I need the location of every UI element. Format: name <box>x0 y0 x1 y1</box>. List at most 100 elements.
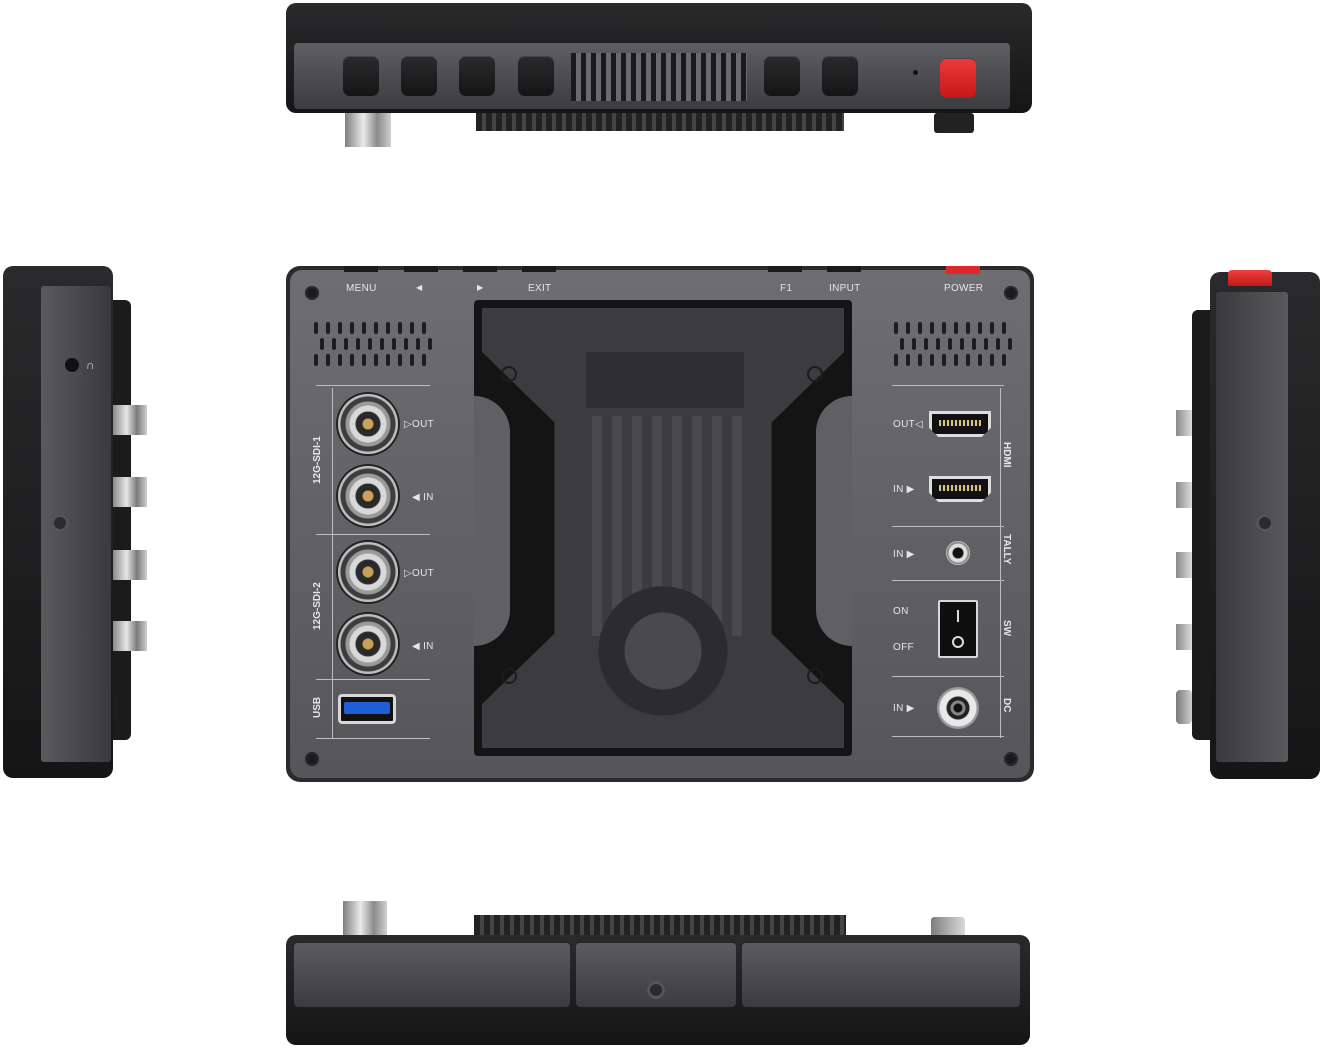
left-edge-rear-block <box>113 300 131 740</box>
label-sdi2-out: ▷OUT <box>404 568 434 579</box>
heatsink-side-cutout-right <box>816 396 852 646</box>
indicator-led <box>913 70 918 75</box>
left-button-nub[interactable] <box>404 266 438 272</box>
heatsink-screw-br <box>807 668 823 684</box>
top-vent-grille <box>571 53 747 101</box>
screw-top-left <box>305 286 319 300</box>
headphone-icon: ∩ <box>86 358 95 372</box>
bottom-edge-view <box>286 935 1030 1045</box>
screw-top-right <box>1004 286 1018 300</box>
right-port-2 <box>1176 482 1192 508</box>
label-hdmi-in: IN ▶ <box>893 484 915 495</box>
menu-button-nub[interactable] <box>344 266 378 272</box>
divider <box>316 679 430 680</box>
right-port-1 <box>1176 410 1192 436</box>
input-button-nub[interactable] <box>827 266 861 272</box>
label-tally-in: IN ▶ <box>893 549 915 560</box>
sdi1-in-connector[interactable] <box>338 466 398 526</box>
power-button-nub[interactable] <box>946 266 980 274</box>
label-hdmi-out: OUT◁ <box>893 419 923 430</box>
heatsink-fin <box>652 416 662 636</box>
sdi2-out-connector[interactable] <box>338 542 398 602</box>
label-power: POWER <box>944 283 984 294</box>
label-left-arrow: ◀ <box>416 283 423 292</box>
label-exit: EXIT <box>528 283 552 294</box>
heatsink-fin <box>672 416 682 636</box>
hdmi-out-port[interactable] <box>929 411 991 437</box>
heatsink-fin <box>732 416 742 636</box>
divider <box>316 738 430 739</box>
usb-port[interactable] <box>338 694 396 724</box>
top-dc-connector <box>934 113 974 133</box>
cooling-fan <box>598 586 728 716</box>
left-bnc-3 <box>113 550 147 580</box>
heatsink-screw-bl <box>501 668 517 684</box>
label-sdi-1: 12G-SDI-1 <box>312 436 323 484</box>
power-switch[interactable] <box>938 600 978 658</box>
label-right-arrow: ▶ <box>477 283 484 292</box>
heatsink-fin <box>592 416 602 636</box>
heatsink-side-cutout-left <box>474 396 510 646</box>
f1-button-top[interactable] <box>764 56 800 96</box>
top-edge-view <box>286 3 1032 113</box>
divider <box>316 385 430 386</box>
label-sdi1-out: ▷OUT <box>404 419 434 430</box>
screw-bottom-left <box>305 752 319 766</box>
right-edge-face <box>1216 292 1288 762</box>
label-dc-in: IN ▶ <box>893 703 915 714</box>
divider <box>332 388 333 738</box>
label-menu: MENU <box>346 283 377 294</box>
f1-button-nub[interactable] <box>768 266 802 272</box>
divider <box>892 736 1004 737</box>
switch-on-mark <box>957 610 959 622</box>
left-speaker-vent <box>314 322 434 366</box>
right-edge-view <box>1210 272 1320 779</box>
heatsink-screw-tr <box>807 366 823 382</box>
label-switch-off: OFF <box>893 642 914 653</box>
left-bnc-1 <box>113 405 147 435</box>
right-button-nub[interactable] <box>463 266 497 272</box>
heatsink-center-block <box>586 352 744 408</box>
label-sdi2-in: ◀ IN <box>412 641 434 652</box>
heatsink-fin <box>632 416 642 636</box>
heatsink-screw-tl <box>501 366 517 382</box>
bottom-edge-face-left <box>294 943 570 1007</box>
divider <box>892 580 1004 581</box>
input-button-top[interactable] <box>822 56 858 96</box>
rear-panel: MENU ◀ ▶ EXIT F1 INPUT POWER 1 <box>286 266 1034 782</box>
divider <box>1000 388 1001 738</box>
right-speaker-vent <box>894 322 1014 366</box>
label-tally: TALLY <box>1001 534 1012 565</box>
heatsink-fin <box>612 416 622 636</box>
label-usb: USB <box>312 696 323 718</box>
bottom-edge-face-right <box>742 943 1020 1007</box>
top-heatsink-strip <box>476 113 844 131</box>
dc-power-jack[interactable] <box>937 687 979 729</box>
right-button-top[interactable] <box>459 56 495 96</box>
left-mount-screw <box>51 514 69 532</box>
headphone-jack <box>65 358 79 372</box>
left-edge-view: ∩ <box>3 266 113 778</box>
top-bnc-connector <box>345 113 391 147</box>
left-bnc-2 <box>113 477 147 507</box>
left-button-top[interactable] <box>401 56 437 96</box>
menu-button-top[interactable] <box>343 56 379 96</box>
right-edge-rear-block <box>1192 310 1210 740</box>
bottom-mount-screw <box>647 981 665 999</box>
right-port-4 <box>1176 624 1192 650</box>
label-switch-on: ON <box>893 606 909 617</box>
bottom-bnc-connector <box>343 901 387 937</box>
exit-button-top[interactable] <box>518 56 554 96</box>
right-power-button-side[interactable] <box>1228 270 1272 286</box>
exit-button-nub[interactable] <box>522 266 556 272</box>
left-bnc-4 <box>113 621 147 651</box>
hdmi-in-port[interactable] <box>929 476 991 502</box>
divider <box>316 534 430 535</box>
divider <box>892 526 1004 527</box>
power-button-top[interactable] <box>940 58 976 98</box>
tally-jack[interactable] <box>946 541 970 565</box>
label-sdi-2: 12G-SDI-2 <box>312 582 323 630</box>
label-input: INPUT <box>829 283 861 294</box>
sdi1-out-connector[interactable] <box>338 394 398 454</box>
sdi2-in-connector[interactable] <box>338 614 398 674</box>
